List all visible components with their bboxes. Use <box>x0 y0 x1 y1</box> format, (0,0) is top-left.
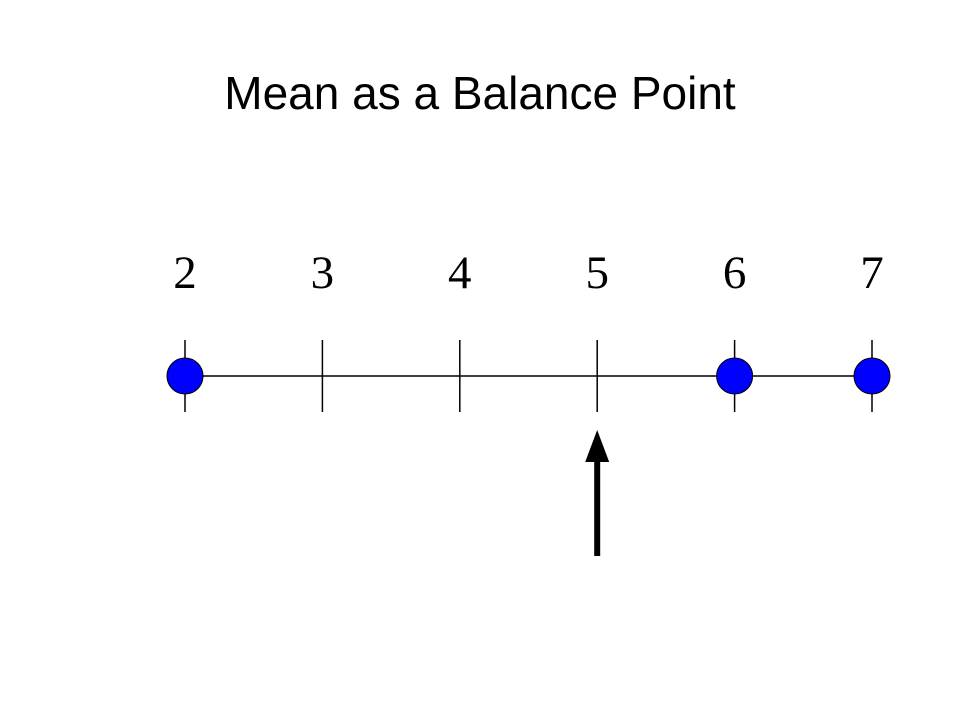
balance-point-arrow-icon <box>585 430 610 556</box>
tick-labels: 2 3 4 5 6 7 <box>173 247 884 299</box>
tick-label-2: 2 <box>173 247 197 299</box>
slide-title: Mean as a Balance Point <box>224 67 736 119</box>
data-points <box>166 357 891 395</box>
tick-label-7: 7 <box>860 247 884 299</box>
tick-label-5: 5 <box>585 247 609 299</box>
tick-label-6: 6 <box>723 247 747 299</box>
data-point-6 <box>716 357 754 395</box>
data-point-2 <box>166 357 204 395</box>
data-point-7 <box>853 357 891 395</box>
arrow-head <box>585 430 610 462</box>
tick-label-4: 4 <box>448 247 472 299</box>
tick-label-3: 3 <box>311 247 335 299</box>
